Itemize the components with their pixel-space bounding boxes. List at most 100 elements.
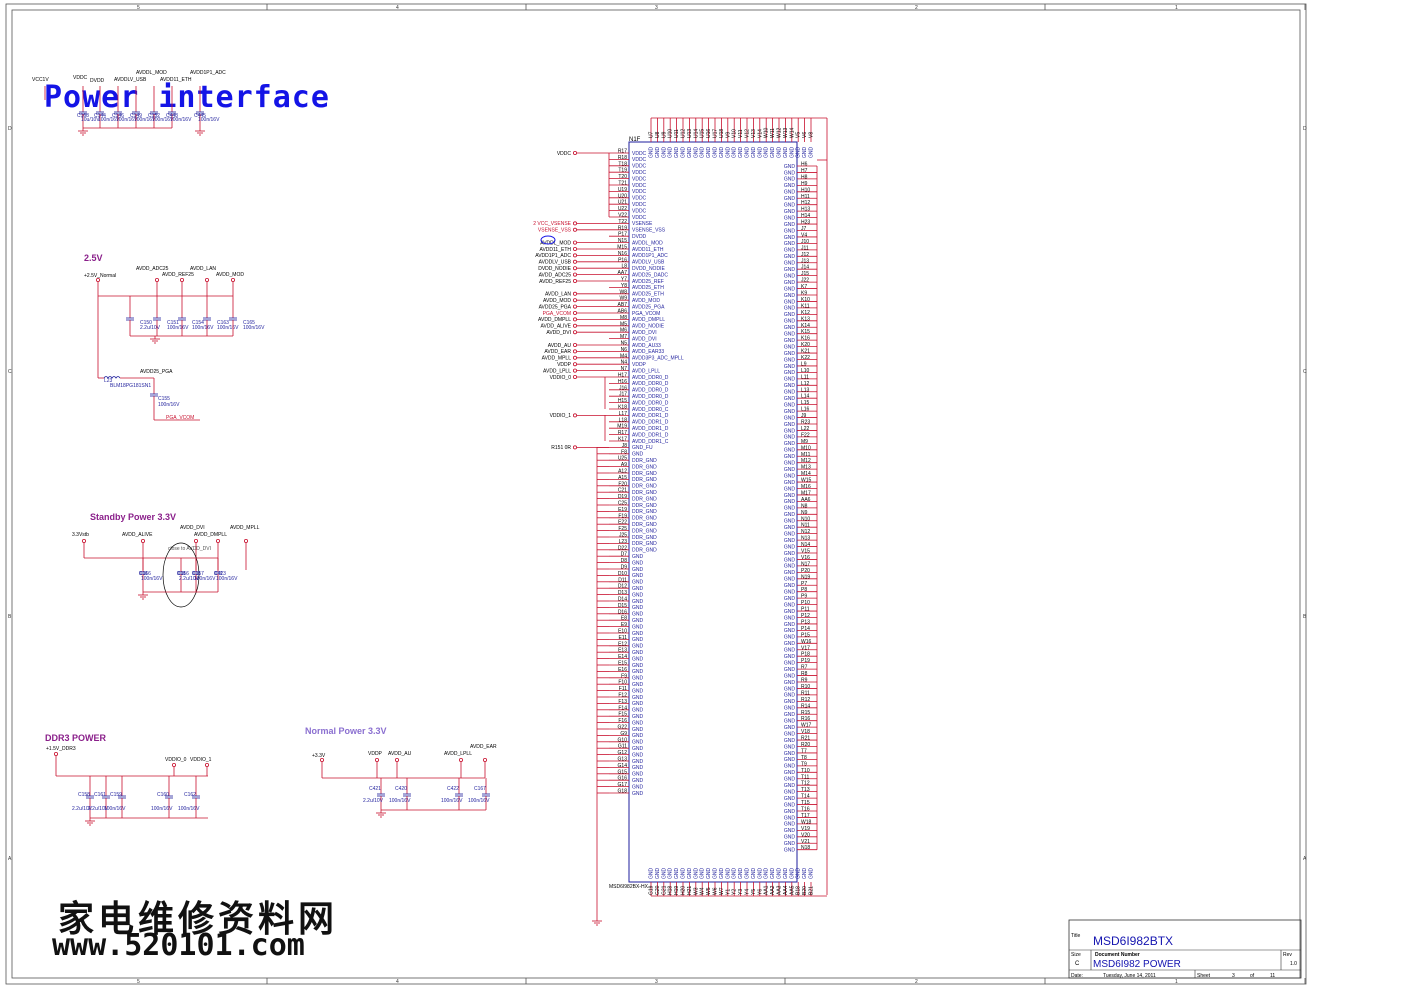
cap-ref: C159 (110, 792, 122, 798)
pin-name: GND (661, 147, 667, 159)
pin-number: R17 (618, 149, 627, 155)
pin-name: GND (784, 293, 796, 299)
pin-number: D11 (618, 577, 627, 583)
pin-name: GND (784, 473, 796, 479)
pin-number: T15 (801, 800, 810, 806)
pin-name: GND (784, 628, 796, 634)
top-cap-ref: C146 (112, 113, 124, 119)
top-cap-value: 10u/10V (81, 117, 100, 123)
cap-icon (150, 393, 158, 397)
cap-icon (153, 317, 161, 321)
section-net-label: AVDD_DMPLL (194, 532, 227, 538)
pin-name: GND (784, 461, 796, 467)
net-connector (573, 291, 578, 296)
pga-label: PGA_VCOM (166, 415, 194, 421)
cap-ref: C420 (395, 786, 407, 792)
pin-number: K22 (801, 355, 810, 361)
pin-number: E15 (618, 661, 627, 667)
border-col-label: 3 (655, 979, 658, 985)
pin-name: AVDD_AU33 (632, 343, 661, 349)
pin-name: GND (784, 422, 796, 428)
pin-name: GND (784, 402, 796, 408)
pin-name: GND (784, 261, 796, 267)
pin-number: R18 (618, 155, 627, 161)
top-cap-value: 100n/16V (98, 117, 120, 123)
cap-ref: C155 (158, 396, 170, 402)
pin-number: R12 (801, 697, 810, 703)
pin-number: W8 (620, 289, 628, 295)
pin-name: GND (738, 147, 744, 159)
cap-ref: C156 (177, 571, 189, 577)
top-cap-ref: C144 (94, 113, 106, 119)
pin-name: GND (784, 641, 796, 647)
total-value: 11 (1270, 973, 1275, 979)
pin-number: M6 (620, 328, 627, 334)
pin-number: V19 (801, 826, 810, 832)
pin-name: GND (632, 605, 644, 611)
pin-name: GND (784, 764, 796, 770)
pin-name: GND (784, 828, 796, 834)
pin-number: J22 (801, 278, 809, 284)
pin-number: H17 (618, 373, 627, 379)
pin-number: AA4 (783, 885, 789, 895)
pin-number: E12 (618, 641, 627, 647)
pin-number: L10 (801, 368, 810, 374)
pin-number: H21 (687, 886, 693, 895)
pin-name: GND (784, 325, 796, 331)
pin-name: AVDD_DDR1_D (632, 432, 669, 438)
pin-number: P16 (618, 257, 627, 263)
pin-number: U8 (655, 131, 661, 138)
pin-number: D10 (618, 571, 627, 577)
pin-name: GND (784, 209, 796, 215)
pin-name: VDDC (632, 196, 647, 202)
pin-number: K16 (801, 336, 810, 342)
pin-number: F14 (618, 705, 627, 711)
pin-number: R7 (801, 665, 808, 671)
pin-name: GND (784, 506, 796, 512)
pin-name: DDR_GND (632, 464, 657, 470)
section-net-label: VDDP (368, 751, 383, 757)
pin-name: GND (784, 299, 796, 305)
pin-number: H18 (668, 886, 674, 895)
pin-name: GND (719, 868, 725, 880)
pin-number: C25 (618, 501, 627, 507)
pin-name: GND (784, 648, 796, 654)
pin-number: E9 (621, 622, 627, 628)
cap-ref: C157 (192, 571, 204, 577)
pin-name: GND (784, 196, 796, 202)
pin-name: DDR_GND (632, 516, 657, 522)
cap-value: 100n/16V (192, 325, 214, 331)
section-net-label: +3.3V (312, 753, 326, 759)
section-net-label: 3.3Vstb (72, 532, 89, 538)
pin-name: GND (632, 586, 644, 592)
sheet-value: 3 (1232, 973, 1235, 979)
pin-name: GND (784, 590, 796, 596)
pin-name: GND (632, 733, 644, 739)
pin-name: DDR_GND (632, 477, 657, 483)
pin-number: M17 (801, 490, 811, 496)
pin-number: K15 (801, 329, 810, 335)
pin-name: GND (784, 744, 796, 750)
section-net-label: AVDD_REF25 (162, 272, 194, 278)
pin-number: G15 (618, 769, 628, 775)
pin-net-label: AVDD11_ETH (540, 247, 572, 253)
pin-number: U22 (618, 206, 627, 212)
pin-number: AA1 (764, 885, 770, 895)
pin-name: GND (784, 493, 796, 499)
cap-value: 100n/16V (141, 576, 163, 582)
pin-number: D8 (621, 558, 628, 564)
pin-name: GND (668, 147, 674, 159)
pin-number: J11 (801, 245, 809, 251)
pin-name: GND (632, 752, 644, 758)
pin-name: GND_FU (632, 445, 653, 451)
net-connector (215, 539, 220, 544)
pin-name: GND (706, 868, 712, 880)
pin-number: Y4 (745, 889, 751, 895)
pin-number: V8 (809, 132, 815, 138)
pin-name: GND (674, 147, 680, 159)
pin-name: AVDD_DDR0_D (632, 375, 669, 381)
cap-ref: C422 (447, 786, 459, 792)
cap-value: 100n/16V (178, 806, 200, 812)
pin-number: L18 (619, 417, 628, 423)
